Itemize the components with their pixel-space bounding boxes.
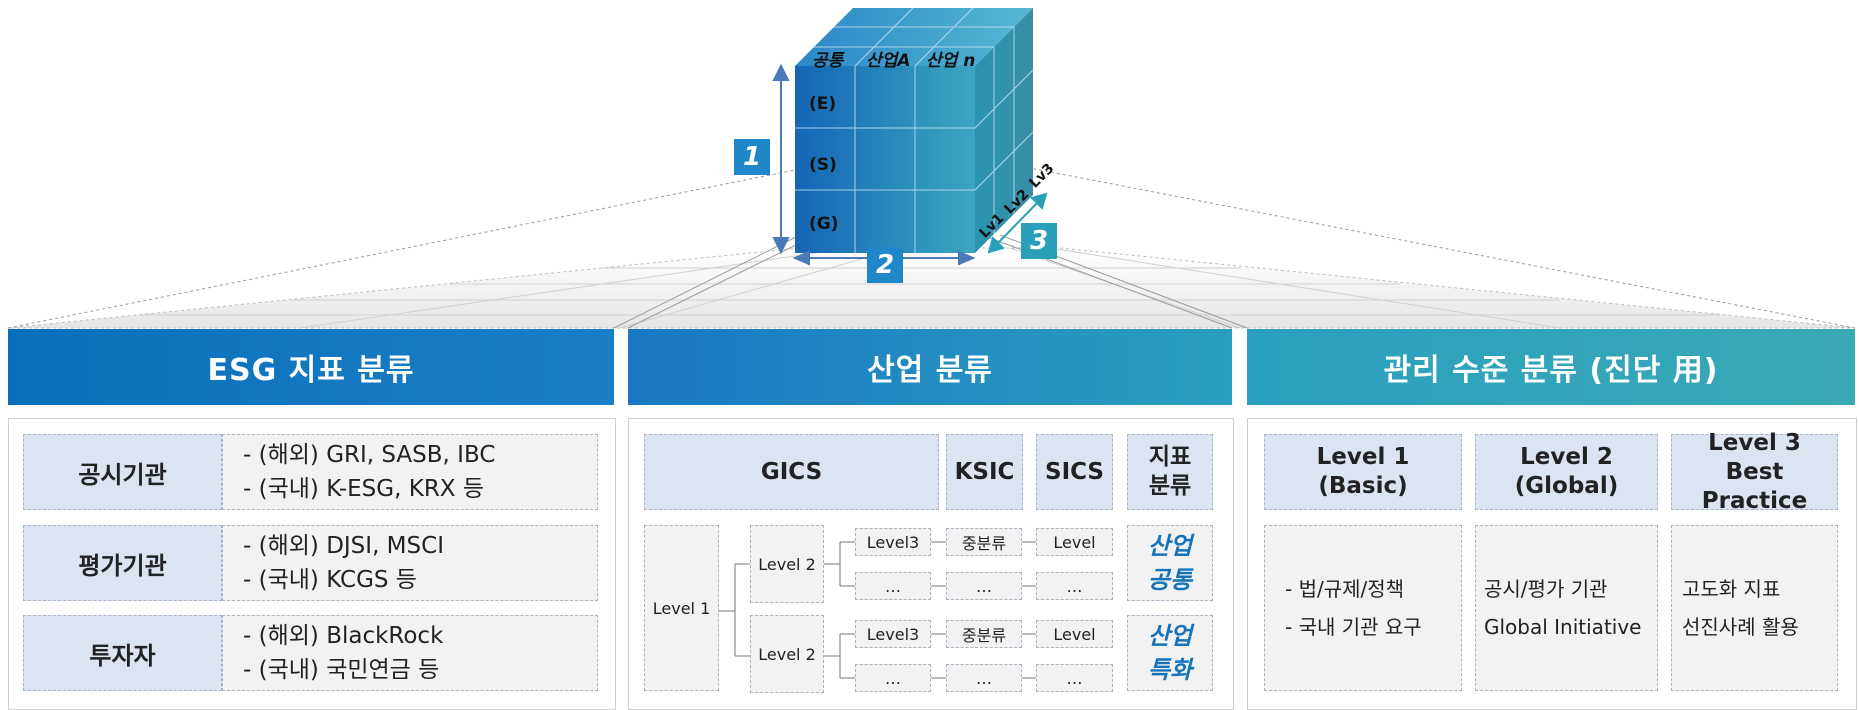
axis-number-2: 2 — [867, 247, 903, 283]
tree-level3: … — [855, 664, 931, 692]
cube-top-label-industry-n: 산업 n — [926, 51, 976, 71]
esg-row-label-investor: 투자자 — [23, 615, 222, 691]
level2-header: Level 2 (Global) — [1475, 434, 1658, 510]
tree-level3: Level3 — [855, 528, 931, 556]
cube-row-label-e: (E) — [809, 94, 837, 114]
esg-line: - (해외) GRI, SASB, IBC — [243, 442, 496, 468]
tree-sics: Level — [1036, 528, 1113, 556]
cube-side — [975, 8, 1033, 253]
level-title: Level 3 — [1708, 429, 1801, 456]
desc-line: 선진사례 활용 — [1682, 615, 1799, 639]
tree-ksic: … — [946, 664, 1022, 692]
category-line: 특화 — [1147, 656, 1193, 684]
esg-row-text-disclosure: - (해외) GRI, SASB, IBC - (국내) K-ESG, KRX … — [222, 434, 598, 510]
level1-header: Level 1 (Basic) — [1264, 434, 1462, 510]
header-esg: ESG 지표 분류 — [8, 329, 614, 405]
tree-ksic: … — [946, 572, 1022, 600]
tree-sics: Level — [1036, 620, 1113, 648]
category-line: 공통 — [1147, 566, 1193, 594]
axis-number-1: 1 — [734, 139, 770, 175]
col-gics: GICS — [644, 434, 939, 510]
tree-level3: Level3 — [855, 620, 931, 648]
level3-header: Level 3 Best Practice — [1671, 430, 1838, 514]
floor-plane — [7, 247, 1856, 329]
cube-top — [795, 8, 1033, 66]
level-title: Level 1 — [1316, 444, 1410, 470]
cube-top-label-common: 공통 — [812, 51, 844, 71]
level-sub: (Global) — [1514, 473, 1619, 499]
desc-line: 고도화 지표 — [1682, 577, 1781, 601]
col-sics: SICS — [1036, 434, 1113, 510]
col-indicator: 지표 분류 — [1127, 434, 1213, 510]
level-sub: (Basic) — [1318, 473, 1408, 499]
esg-row-text-rating: - (해외) DJSI, MSCI - (국내) KCGS 등 — [222, 525, 598, 601]
esg-line: - (국내) 국민연금 등 — [243, 657, 440, 683]
header-industry: 산업 분류 — [628, 329, 1232, 405]
cube-top-label-industry-a: 산업A — [866, 51, 911, 71]
desc-line: 공시/평가 기관 — [1484, 577, 1608, 601]
esg-line: - (국내) K-ESG, KRX 등 — [243, 476, 485, 502]
tree-level3: … — [855, 572, 931, 600]
cube-row-label-s: (S) — [809, 155, 837, 175]
esg-line: - (해외) DJSI, MSCI — [243, 533, 444, 559]
cube-front — [795, 66, 975, 253]
level-title: Level 2 — [1520, 444, 1613, 470]
esg-row-label-disclosure: 공시기관 — [23, 434, 222, 510]
cube-row-label-g: (G) — [809, 214, 839, 234]
tree-ksic: 중분류 — [946, 620, 1022, 648]
tree-ksic: 중분류 — [946, 528, 1022, 556]
desc-line: - 법/규제/정책 — [1285, 577, 1405, 601]
tree-sics: … — [1036, 664, 1113, 692]
esg-row-text-investor: - (해외) BlackRock - (국내) 국민연금 등 — [222, 615, 598, 691]
header-management: 관리 수준 분류 (진단 用) — [1247, 329, 1855, 405]
tree-level2: Level 2 — [750, 525, 824, 603]
tree-level1: Level 1 — [644, 525, 719, 691]
level1-desc: - 법/규제/정책 - 국내 기관 요구 — [1264, 525, 1462, 691]
category-industry-specialized: 산업 특화 — [1127, 615, 1213, 691]
axis-number-3: 3 — [1021, 223, 1057, 259]
esg-row-label-rating: 평가기관 — [23, 525, 222, 601]
esg-line: - (해외) BlackRock — [243, 623, 444, 649]
category-line: 산업 — [1147, 622, 1193, 650]
desc-line: - 국내 기관 요구 — [1285, 615, 1422, 639]
category-line: 산업 — [1147, 532, 1193, 560]
col-ksic: KSIC — [946, 434, 1023, 510]
esg-line: - (국내) KCGS 등 — [243, 567, 417, 593]
tree-sics: … — [1036, 572, 1113, 600]
category-industry-common: 산업 공통 — [1127, 525, 1213, 601]
tree-level2: Level 2 — [750, 615, 824, 693]
desc-line: Global Initiative — [1484, 615, 1642, 639]
level-sub: Best Practice — [1701, 458, 1808, 514]
level3-desc: 고도화 지표 선진사례 활용 — [1671, 525, 1838, 691]
level2-desc: 공시/평가 기관 Global Initiative — [1475, 525, 1658, 691]
